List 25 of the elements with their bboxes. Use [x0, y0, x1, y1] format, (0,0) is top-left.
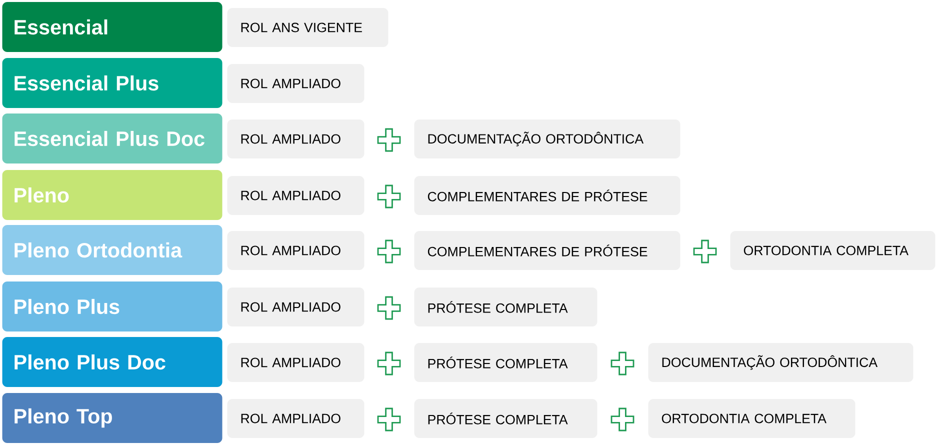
plan-box: Pleno — [2, 170, 222, 220]
plan-box: Pleno Ortodontia — [2, 225, 222, 275]
coverage-box: COMPLEMENTARES DE PRÓTESE — [414, 176, 680, 215]
plan-box: Essencial Plus — [2, 58, 222, 108]
coverage-box: ROL AMPLIADO — [227, 399, 364, 438]
coverage-box: ROL AMPLIADO — [227, 64, 364, 103]
coverage-box: PRÓTESE COMPLETA — [414, 399, 598, 438]
coverage-box: ROL AMPLIADO — [227, 288, 364, 326]
coverage-box: ORTODONTIA COMPLETA — [730, 231, 936, 270]
coverage-box: PRÓTESE COMPLETA — [414, 343, 598, 382]
plan-box: Pleno Plus Doc — [2, 337, 222, 387]
coverage-box: ORTODONTIA COMPLETA — [648, 399, 856, 438]
plan-box: Pleno Top — [2, 393, 222, 443]
coverage-box: ROL AMPLIADO — [227, 120, 364, 158]
coverage-box: PRÓTESE COMPLETA — [414, 288, 598, 326]
coverage-box: DOCUMENTAÇÃO ORTODÔNTICA — [648, 343, 914, 382]
coverage-box: COMPLEMENTARES DE PRÓTESE — [414, 231, 680, 270]
plan-box: Pleno Plus — [2, 282, 222, 332]
coverage-box: DOCUMENTAÇÃO ORTODÔNTICA — [414, 120, 680, 158]
plan-box: Essencial Plus Doc — [2, 114, 222, 164]
coverage-box: ROL AMPLIADO — [227, 343, 364, 382]
coverage-box: ROL ANS VIGENTE — [227, 8, 388, 47]
coverage-box: ROL AMPLIADO — [227, 176, 364, 215]
coverage-box: ROL AMPLIADO — [227, 231, 364, 270]
plan-box: Essencial — [2, 2, 222, 52]
